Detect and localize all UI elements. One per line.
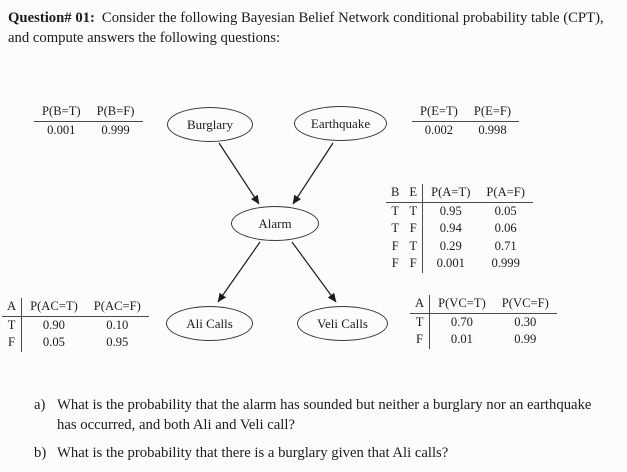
condition-cell: F [2,334,23,352]
value-cell: 0.002 [424,122,454,137]
header-cell: P(E=F) [465,103,520,122]
node-alarm: Alarm [231,206,319,241]
table-row: F F 0.001 0.999 [386,255,533,273]
value-cell: 0.29 [439,238,462,253]
edge-burglary-alarm [218,142,260,205]
table-header-row: B E P(A=T) P(A=F) [386,184,533,203]
table-row: F T 0.29 0.71 [386,237,533,255]
value-cell: 0.30 [514,314,537,329]
cpt-table-earthquake: P(E=T) P(E=F) 0.002 0.998 [412,103,520,139]
bayesian-network-diagram: Burglary Earthquake Alarm Ali Calls Veli… [0,95,627,365]
header-cell: A [2,298,23,317]
condition-cell: F [404,255,424,273]
table-row: T T 0.95 0.05 [386,202,533,220]
cpt-table-burglary: P(B=T) P(B=F) 0.001 0.999 [34,103,143,139]
value-cell: 0.71 [494,238,517,253]
table-row: F 0.01 0.99 [410,331,557,349]
header-cell: P(A=F) [478,184,533,203]
table-header-row: A P(AC=T) P(AC=F) [2,298,149,317]
question-number: Question# 01: [8,10,95,26]
header-cell: P(A=T) [422,184,479,203]
value-cell: 0.998 [478,122,507,137]
table-row: T 0.90 0.10 [2,316,149,334]
table-header-row: P(B=T) P(B=F) [34,103,143,122]
header-cell: P(AC=T) [21,298,86,317]
condition-cell: F [404,220,424,238]
header-cell: P(E=T) [412,103,466,122]
table-row: T F 0.94 0.06 [386,220,533,238]
value-cell: 0.001 [436,256,465,270]
condition-cell: F [410,331,431,349]
condition-cell: T [410,313,431,331]
value-cell: 0.95 [106,335,129,349]
condition-cell: T [404,202,424,220]
header-cell: P(B=F) [88,103,143,122]
sub-questions: a) What is the probability that the alar… [34,396,602,472]
table-row: T 0.70 0.30 [410,313,557,331]
node-earthquake: Earthquake [294,106,387,141]
value-cell: 0.05 [42,335,65,349]
value-cell: 0.90 [42,317,65,332]
table-row: F 0.05 0.95 [2,334,149,352]
question-a-label: a) [34,397,46,413]
header-cell: A [410,295,431,314]
value-cell: 0.001 [47,122,76,137]
condition-cell: T [391,203,400,218]
node-ali-calls: Ali Calls [166,306,253,341]
table-header-row: A P(VC=T) P(VC=F) [410,295,557,314]
value-cell: 0.10 [106,317,129,332]
question-a: a) What is the probability that the alar… [34,396,602,435]
value-cell: 0.999 [101,122,130,137]
edge-earthquake-alarm [292,142,334,205]
value-cell: 0.999 [491,256,520,270]
table-header-row: P(E=T) P(E=F) [412,103,520,122]
table-row: 0.001 0.999 [34,121,143,139]
value-cell: 0.95 [439,203,462,218]
question-a-text: What is the probability that the alarm h… [57,397,592,433]
question-b-text: What is the probability that there is a … [57,445,449,461]
question-intro-text: Consider the following Bayesian Belief N… [8,10,604,46]
edge-alarm-alicalls [217,241,261,303]
node-veli-calls: Veli Calls [297,306,388,341]
header-cell: P(AC=F) [85,298,149,317]
condition-cell: T [391,221,400,235]
question-header: Question# 01:Consider the following Baye… [8,9,609,48]
network-arrows [217,142,337,303]
value-cell: 0.99 [514,332,537,346]
header-cell: B [386,184,405,203]
value-cell: 0.06 [494,221,517,235]
condition-cell: F [391,256,399,270]
value-cell: 0.01 [450,332,473,346]
question-b-label: b) [34,445,47,461]
cpt-table-ali-calls: A P(AC=T) P(AC=F) T 0.90 0.10 F 0.05 0.9… [2,298,149,352]
table-row: 0.002 0.998 [412,121,519,139]
condition-cell: T [404,237,424,255]
value-cell: 0.94 [439,221,462,235]
header-cell: P(VC=F) [493,295,557,314]
question-b: b) What is the probability that there is… [34,444,602,464]
node-burglary: Burglary [167,107,253,142]
header-cell: P(B=T) [34,103,89,122]
cpt-table-alarm: B E P(A=T) P(A=F) T T 0.95 0.05 T F 0.94 [386,184,533,273]
condition-cell: F [391,238,399,253]
value-cell: 0.05 [494,203,517,218]
condition-cell: T [2,316,23,334]
cpt-table-veli-calls: A P(VC=T) P(VC=F) T 0.70 0.30 F 0.01 0.9… [410,295,557,349]
edge-alarm-velicalls [291,241,337,303]
header-cell: E [404,184,424,203]
header-cell: P(VC=T) [429,295,494,314]
value-cell: 0.70 [450,314,473,329]
